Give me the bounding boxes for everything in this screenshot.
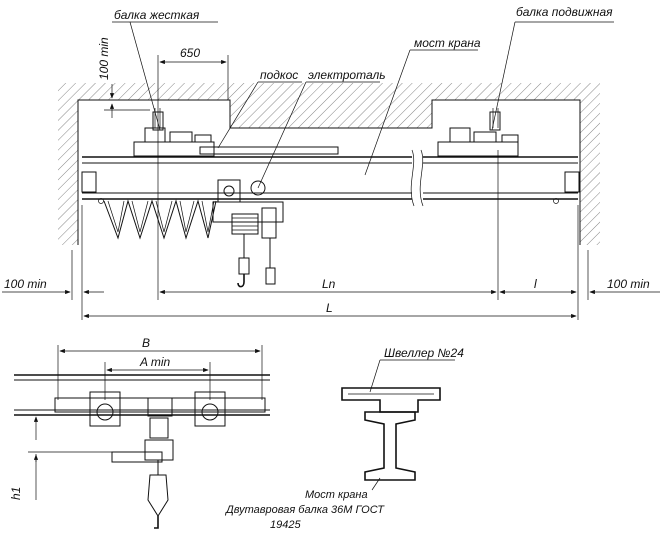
- label-dim-l: l: [534, 277, 537, 291]
- label-dim-100min-left: 100 min: [4, 277, 47, 291]
- label-brace: подкос: [260, 68, 298, 82]
- label-dim-L: L: [326, 301, 333, 315]
- leader-lines: [112, 21, 614, 189]
- label-movable-beam: балка подвижная: [516, 5, 613, 19]
- label-dim-h1: h1: [9, 487, 23, 500]
- crane-bridge-beam: [81, 149, 580, 207]
- label-rigid-beam: балка жесткая: [114, 8, 200, 22]
- electric-hoist: [212, 179, 284, 288]
- label-dim-650: 650: [180, 46, 200, 60]
- cross-section: [341, 359, 455, 491]
- labels: балка жесткая балка подвижная мост крана…: [4, 5, 650, 531]
- cable-festoon: [103, 199, 217, 240]
- top-dimensions: [104, 55, 229, 300]
- label-dim-100min-vertical: 100 min: [97, 37, 111, 80]
- label-section-line2: Двутавровая балка 36М ГОСТ: [224, 504, 385, 516]
- end-truck-right: [437, 108, 519, 157]
- label-section-line3: 19425: [270, 519, 301, 531]
- label-dim-100min-right: 100 min: [607, 277, 650, 291]
- span-dimensions: [2, 150, 660, 320]
- end-truck-left: [133, 108, 339, 157]
- side-view: [14, 345, 270, 529]
- label-dim-B: B: [142, 336, 150, 350]
- label-section-line1: Мост крана: [305, 489, 368, 501]
- label-channel: Швеллер №24: [384, 346, 464, 360]
- label-hoist: электроталь: [308, 68, 386, 82]
- building-structure: [58, 83, 600, 245]
- label-dim-Ln: Ln: [322, 277, 336, 291]
- label-crane-bridge: мост крана: [414, 36, 481, 50]
- label-dim-Amin: A min: [139, 355, 171, 369]
